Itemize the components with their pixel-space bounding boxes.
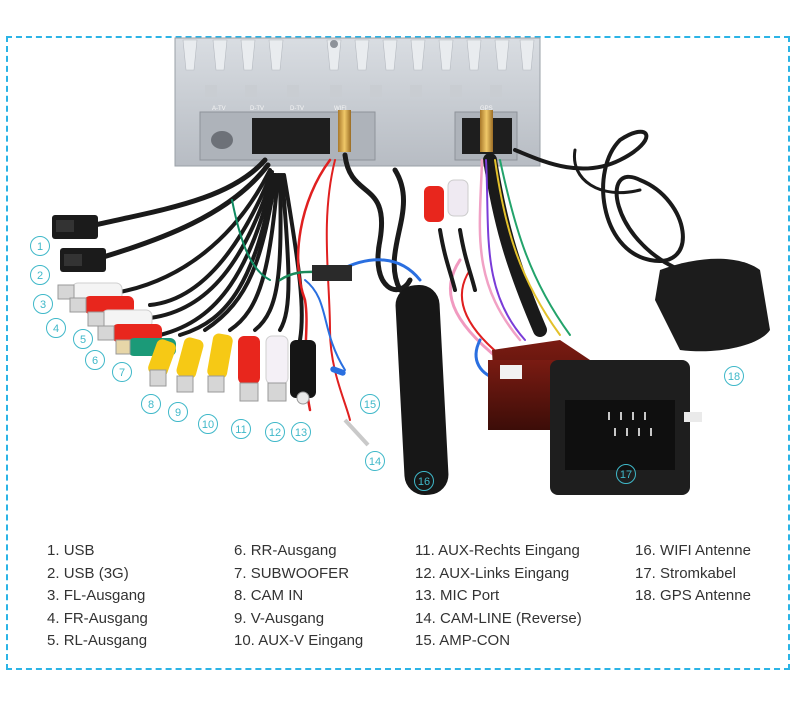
legend-item: 14. CAM-LINE (Reverse) (415, 609, 582, 627)
port-label-dtv-1: D-TV (250, 106, 264, 112)
legend-item: 17. Stromkabel (635, 564, 736, 582)
legend-item: 6. RR-Ausgang (234, 542, 337, 559)
callout-18: 18 (724, 366, 744, 386)
callout-3: 3 (33, 294, 53, 314)
rca-connectors (57, 282, 316, 405)
port-label-gps: GPS (480, 106, 493, 112)
legend-item: 2. USB (3G) (47, 564, 129, 582)
legend-column-1: 1. USB 2. USB (3G) 3. FL-Ausgang 4. FR-A… (47, 540, 148, 653)
legend-item: 1. USB (47, 542, 95, 559)
callout-4: 4 (46, 318, 66, 338)
callout-15: 15 (360, 394, 380, 414)
legend-column-3: 11. AUX-Rechts Eingang 12. AUX-Links Ein… (415, 540, 582, 653)
legend-column-4: 16. WIFI Antenne 17. Stromkabel 18. GPS … (635, 540, 751, 608)
callout-13: 13 (291, 422, 311, 442)
legend-item: 3. FL-Ausgang (47, 587, 146, 604)
callout-10: 10 (198, 414, 218, 434)
head-unit-chassis: A-TV D-TV D-TV WIFI GPS (174, 37, 541, 167)
legend-item: 7. SUBWOOFER (234, 564, 350, 582)
legend-item: 4. FR-Ausgang (47, 609, 148, 627)
port-label-wifi: WIFI (334, 106, 347, 112)
callout-5: 5 (73, 329, 93, 349)
legend-item: 12. AUX-Links Eingang (415, 564, 570, 582)
legend-item: 13. MIC Port (415, 587, 500, 604)
callout-11: 11 (231, 419, 251, 439)
power-connector (488, 340, 702, 495)
legend-item: 10. AUX-V Eingang (234, 632, 364, 649)
amp-con-terminal (330, 366, 346, 376)
gps-antenna (655, 258, 770, 352)
port-label-dtv-2: D-TV (290, 106, 304, 112)
usb-plugs (52, 215, 106, 272)
rca-out-pair (424, 179, 469, 222)
legend-item: 16. WIFI Antenne (635, 542, 751, 559)
port-label-atv: A-TV (212, 106, 226, 112)
legend-item: 15. AMP-CON (415, 632, 511, 649)
legend-item: 11. AUX-Rechts Eingang (415, 542, 580, 559)
callout-8: 8 (141, 394, 161, 414)
legend-item: 5. RL-Ausgang (47, 632, 148, 649)
callout-14: 14 (365, 451, 385, 471)
callout-6: 6 (85, 350, 105, 370)
dashed-frame (6, 36, 790, 670)
callout-2: 2 (30, 265, 50, 285)
callout-1: 1 (30, 236, 50, 256)
callout-16: 16 (414, 471, 434, 491)
legend-item: 9. V-Ausgang (234, 609, 325, 627)
harness-illustration: A-TV D-TV D-TV WIFI GPS (52, 37, 770, 495)
legend-column-2: 6. RR-Ausgang 7. SUBWOOFER 8. CAM IN 9. … (234, 540, 363, 653)
callout-12: 12 (265, 422, 285, 442)
callout-7: 7 (112, 362, 132, 382)
wifi-antenna (395, 285, 449, 495)
amp-plug (312, 265, 352, 281)
callout-9: 9 (168, 402, 188, 422)
legend-item: 8. CAM IN (234, 587, 304, 604)
callout-17: 17 (616, 464, 636, 484)
legend-item: 18. GPS Antenne (635, 587, 751, 604)
cam-line-bullet (343, 418, 370, 447)
